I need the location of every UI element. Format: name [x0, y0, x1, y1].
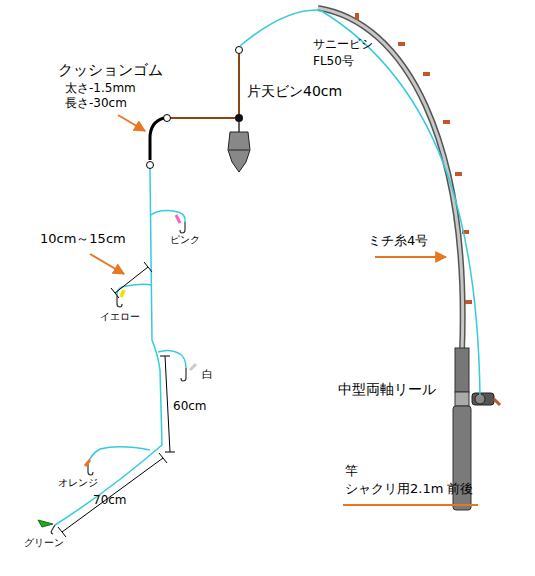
dimension-line — [165, 356, 170, 452]
hook — [51, 525, 55, 534]
branch-line — [151, 211, 185, 222]
lure-white — [190, 364, 196, 370]
tenbin-joint — [235, 114, 243, 122]
dimension-label: 60cm — [173, 400, 207, 414]
dimension-label: 70cm — [93, 494, 127, 508]
dimension-tick — [111, 288, 119, 298]
dimension-line — [62, 458, 163, 532]
cushion-gum — [150, 118, 164, 160]
color-label: 白 — [202, 369, 213, 382]
part-name: 中型両軸リール — [338, 381, 436, 397]
dimension-tick — [144, 262, 152, 272]
sinker-edge — [229, 150, 249, 151]
lure-orange — [85, 460, 90, 466]
reel-foot — [455, 392, 469, 406]
dimension-label: 10cm～15cm — [40, 232, 126, 247]
swivel-ring — [236, 47, 243, 54]
pointer-arrow — [375, 256, 446, 258]
color-label: オレンジ — [58, 477, 98, 489]
part-name: サニービシ — [313, 38, 373, 52]
rod-guide — [355, 13, 359, 20]
rod-guide — [443, 120, 450, 124]
color-label: イエロー — [100, 311, 140, 323]
dimension-tick — [165, 452, 175, 453]
underline — [343, 504, 478, 506]
rod-guides — [355, 13, 472, 304]
reel-seat — [455, 348, 469, 392]
main-line — [240, 10, 480, 396]
hook — [88, 464, 93, 475]
branch-line — [158, 350, 186, 368]
rod-guide — [455, 172, 462, 176]
hook — [180, 222, 185, 233]
part-name: 片天ビン40cm — [247, 83, 342, 99]
sinker — [228, 132, 250, 172]
trunk-line — [55, 169, 162, 525]
swivel-ring — [147, 162, 154, 169]
spec-text: FL50号 — [313, 55, 354, 69]
hook — [181, 368, 186, 381]
part-name: ミチ糸4号 — [368, 234, 428, 249]
branch-line — [88, 447, 150, 464]
reel-handle — [494, 399, 500, 405]
hook — [117, 296, 122, 307]
part-name: クッションゴム — [58, 62, 163, 79]
spec-text: 太さ-1.5mm — [65, 82, 136, 96]
dimension-tick — [58, 527, 66, 537]
sinker-wire — [238, 122, 240, 132]
lure-yellow — [121, 290, 124, 297]
swivel-ring — [164, 115, 171, 122]
lure-pink — [176, 215, 180, 223]
pointer-arrow — [118, 115, 145, 131]
dimension-tick — [159, 453, 167, 463]
rod-guide — [423, 72, 430, 76]
tenbin-arm — [238, 54, 240, 118]
dimension-tick — [160, 356, 170, 357]
pointer-arrow — [90, 254, 124, 274]
spec-text: 長さ-30cm — [65, 97, 127, 111]
part-name: 竿 — [345, 464, 358, 479]
spec-text: シャクリ用2.1m 前後 — [345, 482, 473, 497]
lure-green — [38, 520, 53, 527]
rod-guide — [465, 300, 472, 304]
reel-body — [472, 393, 494, 405]
rod-guide — [398, 42, 405, 46]
branch-line — [117, 284, 152, 296]
tenbin-arm — [170, 117, 239, 119]
color-label: グリーン — [24, 537, 64, 549]
color-label: ピンク — [170, 234, 200, 246]
